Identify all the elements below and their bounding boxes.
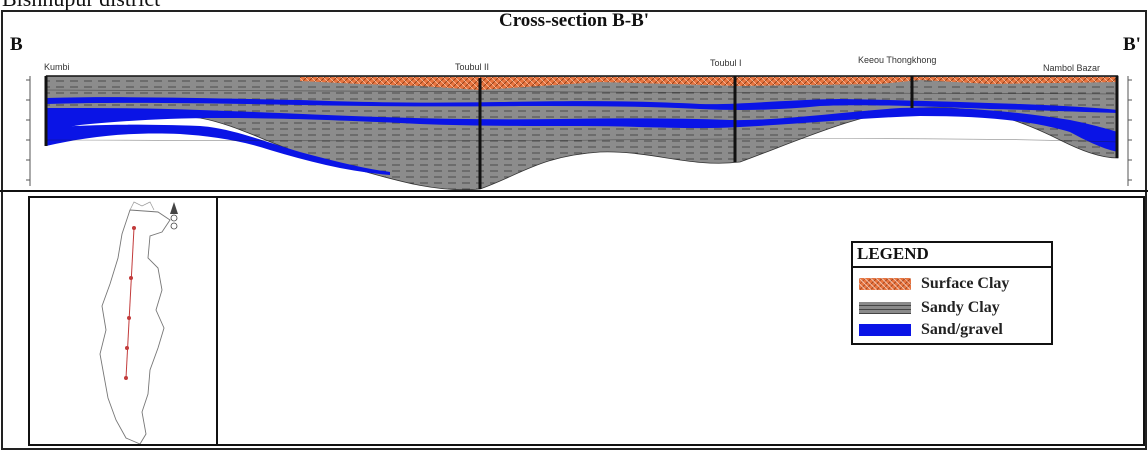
section-start-label: B: [10, 34, 23, 55]
sand-gravel-upper-layer: [46, 97, 1118, 113]
well-label-nambol-bazar: Nambol Bazar: [1043, 63, 1100, 73]
legend-item-surface-clay: Surface Clay: [859, 273, 1009, 295]
district-outline: [99, 209, 171, 445]
north-arrow-icon: [170, 202, 178, 230]
legend-label-sand-gravel: Sand/gravel: [921, 321, 1003, 338]
legend-item-sandy-clay: Sandy Clay: [859, 297, 1000, 319]
cross-section-diagram: Kumbi Toubul II Toubul I Keeou Thongkhon…: [26, 55, 1132, 191]
right-depth-axis: [1127, 76, 1132, 186]
legend-label-sandy-clay: Sandy Clay: [921, 299, 1000, 316]
section-line: [125, 227, 135, 379]
sand-gravel-swatch: [859, 324, 911, 336]
sand-gravel-main-layer: [46, 107, 1118, 152]
legend-title: LEGEND: [853, 243, 1051, 268]
figure-caption-fragment: Bishnupur district: [2, 0, 160, 12]
section-divider: [0, 190, 1148, 192]
cross-section-title: Cross-section B-B': [498, 10, 650, 31]
well-label-toubul-ii: Toubul II: [455, 62, 489, 72]
well-label-toubul-i: Toubul I: [710, 58, 742, 68]
legend-item-sand-gravel: Sand/gravel: [859, 319, 1003, 341]
well-label-keeou-thongkhong: Keeou Thongkhong: [858, 55, 936, 65]
legend-label-surface-clay: Surface Clay: [921, 275, 1010, 292]
sand-gravel-lower-layer: [46, 124, 390, 175]
section-end-label: B': [1123, 34, 1141, 55]
location-map: [99, 201, 178, 445]
surface-clay-swatch: [859, 278, 911, 290]
left-depth-axis: [26, 76, 31, 186]
sandy-clay-swatch: [859, 302, 911, 314]
location-map-panel: [28, 196, 218, 446]
legend-box: LEGEND Surface Clay Sandy Clay Sand/grav…: [851, 241, 1053, 345]
well-label-kumbi: Kumbi: [44, 62, 70, 72]
